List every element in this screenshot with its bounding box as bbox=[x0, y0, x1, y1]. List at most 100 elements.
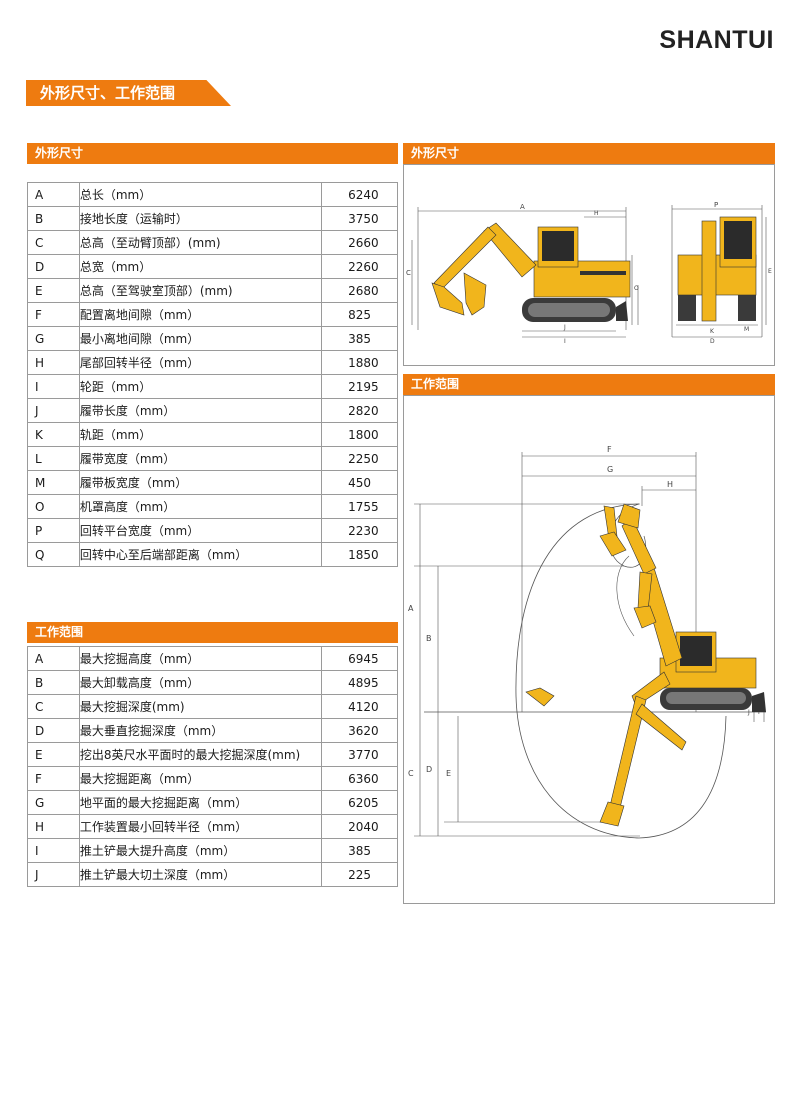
row-label: 回转平台宽度（mm） bbox=[78, 518, 323, 543]
row-code: O bbox=[27, 494, 80, 519]
raised-bucket bbox=[617, 503, 641, 529]
range-label-d: D bbox=[426, 765, 432, 774]
row-code: D bbox=[27, 718, 80, 743]
row-value: 2195 bbox=[321, 374, 398, 399]
row-value: 2660 bbox=[321, 230, 398, 255]
digging-envelope bbox=[515, 503, 727, 839]
excavator-range-drawing: F G H A B C D E J I bbox=[408, 445, 766, 839]
row-code: G bbox=[27, 326, 80, 351]
row-code: G bbox=[27, 790, 80, 815]
row-value: 1850 bbox=[321, 542, 398, 567]
dimensions-diagram-panel: A H C O J I P E K D M bbox=[403, 164, 775, 366]
row-code: D bbox=[27, 254, 80, 279]
lowered-bucket bbox=[599, 801, 625, 827]
row-label: 履带长度（mm） bbox=[78, 398, 323, 423]
row-label: 挖出8英尺水平面时的最大挖掘深度(mm) bbox=[78, 742, 323, 767]
dim-label-a: A bbox=[520, 203, 525, 211]
dim-label-c: C bbox=[406, 269, 411, 277]
row-value: 2680 bbox=[321, 278, 398, 303]
row-code: J bbox=[27, 862, 80, 887]
side-upper-body bbox=[533, 260, 631, 298]
row-value: 225 bbox=[321, 862, 398, 887]
row-label: 推土铲最大提升高度（mm） bbox=[78, 838, 323, 863]
side-blade bbox=[616, 301, 628, 321]
dim-label-p: P bbox=[714, 201, 718, 209]
raised-arm bbox=[621, 517, 657, 575]
front-track-left bbox=[678, 293, 696, 321]
row-value: 1755 bbox=[321, 494, 398, 519]
row-label: 总宽（mm） bbox=[78, 254, 323, 279]
row-value: 6205 bbox=[321, 790, 398, 815]
range-blade bbox=[752, 692, 766, 712]
row-label: 最大挖掘深度(mm) bbox=[78, 694, 323, 719]
row-label: 最小离地间隙（mm） bbox=[78, 326, 323, 351]
row-code: E bbox=[27, 742, 80, 767]
row-label: 回转中心至后端部距离（mm） bbox=[78, 542, 323, 567]
row-code: C bbox=[27, 694, 80, 719]
lowered-bucket-link bbox=[635, 703, 687, 751]
front-cab-window bbox=[724, 221, 752, 259]
dim-label-k: K bbox=[710, 328, 715, 335]
row-value: 4895 bbox=[321, 670, 398, 695]
row-code: B bbox=[27, 206, 80, 231]
dimensions-diagram-header: 外形尺寸 bbox=[403, 143, 775, 164]
row-label: 轨距（mm） bbox=[78, 422, 323, 447]
dim-label-h: H bbox=[594, 210, 599, 217]
dim-label-m: M bbox=[744, 326, 749, 333]
working-range-table-header: 工作范围 bbox=[27, 622, 398, 643]
front-track-right bbox=[738, 293, 756, 321]
row-code: K bbox=[27, 422, 80, 447]
dim-label-e: E bbox=[768, 268, 772, 275]
row-label: 最大挖掘距离（mm） bbox=[78, 766, 323, 791]
row-value: 2260 bbox=[321, 254, 398, 279]
row-value: 6360 bbox=[321, 766, 398, 791]
range-cab-window bbox=[680, 636, 712, 666]
row-label: 最大挖掘高度（mm） bbox=[78, 646, 323, 671]
row-value: 2040 bbox=[321, 814, 398, 839]
row-code: C bbox=[27, 230, 80, 255]
row-code: J bbox=[27, 398, 80, 423]
dim-label-d: D bbox=[710, 338, 715, 345]
inner-envelope-arc bbox=[616, 555, 635, 637]
range-label-j: J bbox=[747, 709, 750, 716]
row-code: A bbox=[27, 646, 80, 671]
row-value: 3750 bbox=[321, 206, 398, 231]
row-label: 最大卸载高度（mm） bbox=[78, 670, 323, 695]
row-label: 最大垂直挖掘深度（mm） bbox=[78, 718, 323, 743]
row-value: 3770 bbox=[321, 742, 398, 767]
row-code: E bbox=[27, 278, 80, 303]
row-value: 2230 bbox=[321, 518, 398, 543]
tucked-bucket bbox=[599, 531, 627, 557]
row-code: H bbox=[27, 350, 80, 375]
row-code: F bbox=[27, 766, 80, 791]
row-code: M bbox=[27, 470, 80, 495]
row-code: P bbox=[27, 518, 80, 543]
row-code: I bbox=[27, 374, 80, 399]
row-label: 机罩高度（mm） bbox=[78, 494, 323, 519]
side-cab-window bbox=[542, 231, 574, 261]
row-value: 1800 bbox=[321, 422, 398, 447]
row-value: 385 bbox=[321, 326, 398, 351]
row-code: I bbox=[27, 838, 80, 863]
dim-label-i: I bbox=[564, 338, 566, 345]
range-label-f: F bbox=[607, 445, 612, 454]
side-bucket bbox=[431, 282, 465, 316]
excavator-dimensions-drawing: A H C O J I P E K D M bbox=[406, 201, 772, 345]
side-track-inner bbox=[528, 303, 610, 317]
